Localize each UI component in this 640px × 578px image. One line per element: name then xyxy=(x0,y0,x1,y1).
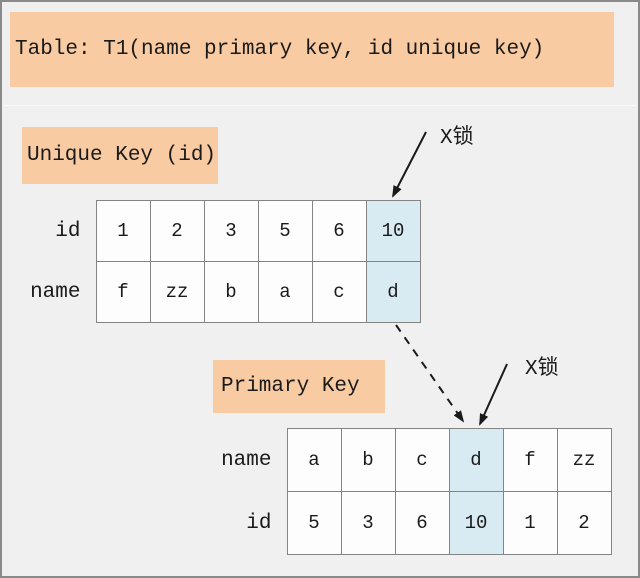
table-cell: b xyxy=(203,261,259,323)
table-cell: zz xyxy=(149,261,205,323)
table-cell: 1 xyxy=(95,200,151,262)
section-divider-line xyxy=(4,105,636,106)
table-cell: f xyxy=(95,261,151,323)
table-cell: 3 xyxy=(340,491,396,555)
x-lock-label-unique: X锁 xyxy=(440,127,474,150)
row-header: name xyxy=(221,448,272,472)
table-cell: f xyxy=(502,428,558,492)
x-lock-arrow-unique xyxy=(392,131,427,198)
table-cell: 2 xyxy=(556,491,612,555)
table-cell: 5 xyxy=(286,491,342,555)
unique-to-primary-dashed-arrow xyxy=(395,324,465,423)
row-header: name xyxy=(30,280,81,304)
unique-key-section-label: Unique Key (id) xyxy=(22,127,218,184)
table-cell-locked: d xyxy=(365,261,421,323)
primary-key-section-label: Primary Key xyxy=(213,360,385,413)
table-row: name a b c d f zz xyxy=(212,428,612,492)
primary-key-label-text: Primary Key xyxy=(221,375,360,398)
table-cell: 5 xyxy=(257,200,313,262)
table-cell-locked: 10 xyxy=(448,491,504,555)
table-cell: a xyxy=(257,261,313,323)
table-definition-text: Table: T1(name primary key, id unique ke… xyxy=(15,38,545,61)
table-cell: 6 xyxy=(394,491,450,555)
row-header: id xyxy=(246,511,272,535)
table-cell: 6 xyxy=(311,200,367,262)
table-definition-banner: Table: T1(name primary key, id unique ke… xyxy=(10,12,614,87)
table-cell: 1 xyxy=(502,491,558,555)
table-cell: 3 xyxy=(203,200,259,262)
table-cell-locked: d xyxy=(448,428,504,492)
x-lock-label-primary: X锁 xyxy=(525,358,559,381)
table-row: id 5 3 6 10 1 2 xyxy=(212,491,612,555)
unique-key-table: id 1 2 3 5 6 10 name f zz b a c d xyxy=(22,200,421,323)
table-cell: a xyxy=(286,428,342,492)
table-row: id 1 2 3 5 6 10 xyxy=(22,200,421,262)
table-cell: b xyxy=(340,428,396,492)
table-cell: 2 xyxy=(149,200,205,262)
table-cell-locked: 10 xyxy=(365,200,421,262)
x-lock-arrow-primary xyxy=(479,363,508,426)
row-header: id xyxy=(55,219,81,243)
table-cell: zz xyxy=(556,428,612,492)
primary-key-table: name a b c d f zz id 5 3 6 10 1 2 xyxy=(212,428,612,555)
table-cell: c xyxy=(394,428,450,492)
table-row: name f zz b a c d xyxy=(22,261,421,323)
table-cell: c xyxy=(311,261,367,323)
unique-key-label-text: Unique Key (id) xyxy=(27,144,217,167)
